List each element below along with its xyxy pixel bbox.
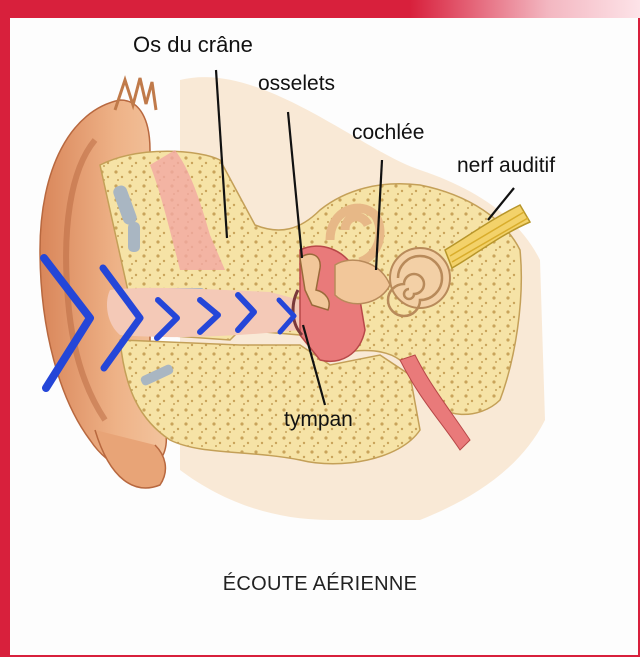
- diagram-caption: ÉCOUTE AÉRIENNE: [0, 573, 640, 596]
- cartilage-piece: [128, 222, 140, 252]
- label-auditory-nerve: nerf auditif: [457, 154, 555, 178]
- label-eardrum: tympan: [284, 408, 353, 432]
- label-ossicles: osselets: [258, 72, 335, 96]
- label-cochlea: cochlée: [352, 121, 424, 145]
- label-skull-bone: Os du crâne: [133, 32, 253, 58]
